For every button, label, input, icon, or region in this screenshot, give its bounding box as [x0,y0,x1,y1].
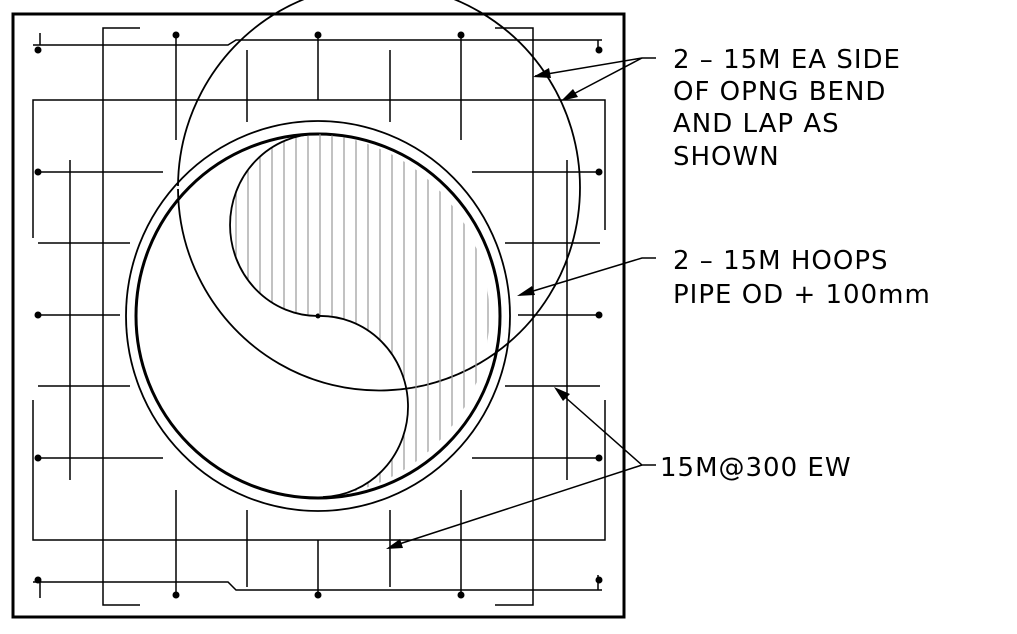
edge-bars-callout-line: OF OPNG BEND [673,77,886,107]
hoops-callout-line: PIPE OD + 100mm [673,280,931,310]
hoops-callout-line: 2 – 15M HOOPS [673,246,889,276]
leader-lines [389,57,656,548]
edge-bars-callout-line: AND LAP AS [673,109,840,139]
edge-bars-callout-line: SHOWN [673,142,780,172]
edge-bars [32,27,606,606]
edge-bars-callout-line: 2 – 15M EA SIDE [673,45,901,75]
pipe-section-hatch [235,134,489,497]
inner-hoop [125,120,511,512]
hoops [125,0,581,512]
hoops-callout: 2 – 15M HOOPS PIPE OD + 100mm [673,246,931,310]
outer-hoop [177,0,581,392]
grid-bars-callout-line: 15M@300 EW [660,453,852,483]
pipe-section-s-curve [229,133,409,498]
grid-bars-callout: 15M@300 EW [660,453,852,483]
leader-arrowheads [386,68,578,549]
edge-bars-callout: 2 – 15M EA SIDE OF OPNG BEND AND LAP AS … [673,45,910,172]
slab-outline [11,12,626,619]
grid-bars [38,33,600,597]
